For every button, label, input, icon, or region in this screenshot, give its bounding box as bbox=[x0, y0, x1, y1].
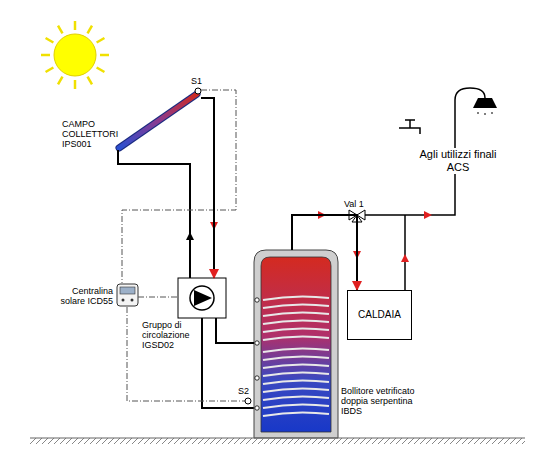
collector-field: CAMPO COLLETTORI IPS001 bbox=[116, 88, 201, 152]
pipe bbox=[118, 150, 190, 278]
pipe bbox=[292, 215, 357, 290]
circulation-group: Gruppo di circolazione IGSD02 bbox=[178, 278, 226, 318]
node-label: Gruppo di circolazione IGSD02 bbox=[142, 320, 196, 350]
node-label: CAMPO COLLETTORI IPS001 bbox=[62, 119, 118, 149]
boiler-box: CALDAIA bbox=[347, 290, 412, 340]
pipe bbox=[201, 98, 214, 278]
node-label: Centralina solare ICD55 bbox=[57, 286, 113, 306]
sensor-s2 bbox=[245, 398, 251, 404]
node-label: CALDAIA bbox=[358, 309, 401, 321]
pump-symbol bbox=[178, 278, 226, 318]
controller-symbol bbox=[117, 284, 138, 306]
pipe bbox=[216, 318, 254, 343]
outlet-label: Agli utilizzi finali ACS bbox=[416, 148, 500, 174]
tap-symbol bbox=[399, 120, 420, 134]
control-wire bbox=[122, 90, 245, 401]
valve-label: Val 1 bbox=[344, 199, 374, 209]
solar-collector bbox=[119, 94, 197, 148]
sun-symbol bbox=[41, 21, 109, 89]
node-label: Bollitore vetrificato doppia serpentina … bbox=[341, 386, 433, 416]
storage-tank: Bollitore vetrificato doppia serpentina … bbox=[254, 250, 338, 438]
sensor-label: S1 bbox=[191, 76, 211, 86]
flow-arrow bbox=[210, 211, 432, 262]
ground-line bbox=[30, 438, 525, 444]
solar-controller: Centralina solare ICD55 bbox=[117, 283, 138, 307]
flow-arrow bbox=[186, 232, 194, 240]
control-wire bbox=[138, 297, 178, 298]
shower-symbol bbox=[473, 98, 497, 115]
pipe bbox=[361, 88, 485, 290]
sensor-label: S2 bbox=[238, 386, 258, 396]
sensor-s1 bbox=[195, 88, 201, 94]
storage-tank bbox=[254, 250, 338, 438]
